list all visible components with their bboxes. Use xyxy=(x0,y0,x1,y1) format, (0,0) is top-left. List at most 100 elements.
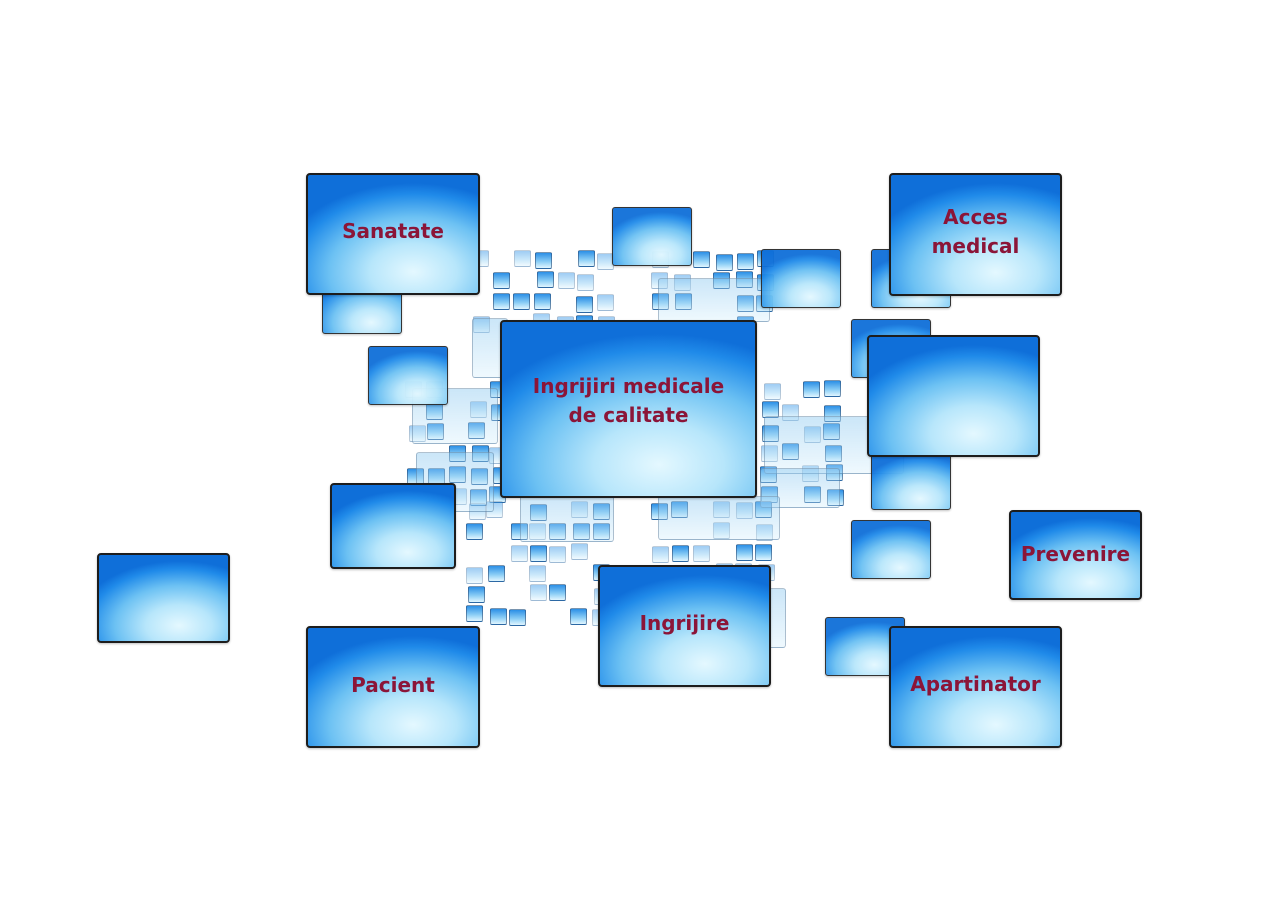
mosaic-cube xyxy=(488,565,505,582)
mosaic-cube xyxy=(530,545,547,562)
mosaic-cube xyxy=(736,544,753,561)
mosaic-cube xyxy=(804,426,821,443)
mosaic-cube xyxy=(469,503,486,520)
mosaic-cube xyxy=(737,253,754,270)
background-panel xyxy=(520,494,614,542)
mosaic-cube xyxy=(466,605,483,622)
mosaic-cube xyxy=(537,271,554,288)
mosaic-cube xyxy=(535,252,552,269)
mosaic-cube xyxy=(468,586,485,603)
mosaic-cube xyxy=(827,489,844,506)
mosaic-cube xyxy=(593,523,610,540)
mosaic-cube xyxy=(571,543,588,560)
mosaic-cube xyxy=(558,272,575,289)
decorative-tile xyxy=(368,346,448,405)
mosaic-cube xyxy=(755,544,772,561)
mosaic-cube xyxy=(764,383,781,400)
mosaic-cube xyxy=(529,523,546,540)
node-label: Acces medical xyxy=(931,204,1020,258)
mosaic-cube xyxy=(760,466,777,483)
mosaic-cube xyxy=(716,254,733,271)
mosaic-cube xyxy=(823,423,840,440)
mosaic-cube xyxy=(651,503,668,520)
decorative-tile xyxy=(871,451,951,510)
mosaic-cube xyxy=(762,401,779,418)
mosaic-cube xyxy=(761,445,778,462)
mosaic-cube xyxy=(693,545,710,562)
mosaic-cube xyxy=(713,501,730,518)
node-acces-medical: Acces medical xyxy=(889,173,1062,296)
mosaic-cube xyxy=(570,608,587,625)
mosaic-cube xyxy=(803,381,820,398)
mosaic-cube xyxy=(736,502,753,519)
decorative-tile xyxy=(330,483,456,569)
background-panel xyxy=(760,468,840,508)
node-sanatate: Sanatate xyxy=(306,173,480,295)
mosaic-cube xyxy=(468,422,485,439)
mosaic-cube xyxy=(511,523,528,540)
node-label: Sanatate xyxy=(342,218,444,243)
mosaic-cube xyxy=(804,486,821,503)
central-node: Ingrijiri medicale de calitate xyxy=(500,320,757,498)
mosaic-cube xyxy=(409,425,426,442)
mosaic-cube xyxy=(470,401,487,418)
mosaic-cube xyxy=(573,523,590,540)
mosaic-cube xyxy=(652,546,669,563)
mosaic-cube xyxy=(466,567,483,584)
mosaic-cube xyxy=(571,501,588,518)
mosaic-cube xyxy=(652,293,669,310)
mosaic-cube xyxy=(671,501,688,518)
mosaic-cube xyxy=(802,465,819,482)
mosaic-cube xyxy=(471,468,488,485)
mosaic-cube xyxy=(713,272,730,289)
mosaic-cube xyxy=(824,405,841,422)
mosaic-cube xyxy=(493,272,510,289)
mosaic-cube xyxy=(530,504,547,521)
mosaic-cube xyxy=(530,584,547,601)
mosaic-cube xyxy=(675,293,692,310)
decorative-tile xyxy=(761,249,841,308)
mosaic-cube xyxy=(549,546,566,563)
mosaic-cube xyxy=(449,445,466,462)
mosaic-cube xyxy=(470,489,487,506)
mosaic-cube xyxy=(593,503,610,520)
mosaic-cube xyxy=(674,274,691,291)
mosaic-cube xyxy=(578,250,595,267)
node-label: Pacient xyxy=(351,672,435,697)
mosaic-cube xyxy=(825,445,842,462)
decorative-tile xyxy=(612,207,692,266)
mosaic-cube xyxy=(824,380,841,397)
mosaic-cube xyxy=(672,545,689,562)
mosaic-cube xyxy=(782,443,799,460)
mosaic-cube xyxy=(493,293,510,310)
background-panel xyxy=(658,496,780,540)
central-node-label: Ingrijiri medicale de calitate xyxy=(532,374,725,427)
mosaic-cube xyxy=(511,545,528,562)
mosaic-cube xyxy=(514,250,531,267)
mosaic-cube xyxy=(549,523,566,540)
node-prevenire: Prevenire xyxy=(1009,510,1142,600)
mosaic-cube xyxy=(509,609,526,626)
mosaic-cube xyxy=(755,501,772,518)
mosaic-cube xyxy=(762,425,779,442)
mosaic-cube xyxy=(713,522,730,539)
mosaic-cube xyxy=(597,294,614,311)
background-panel xyxy=(658,278,770,322)
mosaic-cube xyxy=(473,316,490,333)
mosaic-cube xyxy=(577,274,594,291)
mosaic-cube xyxy=(466,523,483,540)
mosaic-cube xyxy=(737,295,754,312)
mosaic-cube xyxy=(472,445,489,462)
mosaic-cube xyxy=(427,423,444,440)
mosaic-cube xyxy=(576,296,593,313)
mosaic-cube xyxy=(693,251,710,268)
mosaic-cube xyxy=(529,565,546,582)
mosaic-cube xyxy=(513,293,530,310)
mosaic-cube xyxy=(549,584,566,601)
mosaic-cube xyxy=(782,404,799,421)
decorative-tile xyxy=(867,335,1040,457)
node-label: Ingrijire xyxy=(639,610,730,635)
decorative-tile xyxy=(97,553,230,643)
